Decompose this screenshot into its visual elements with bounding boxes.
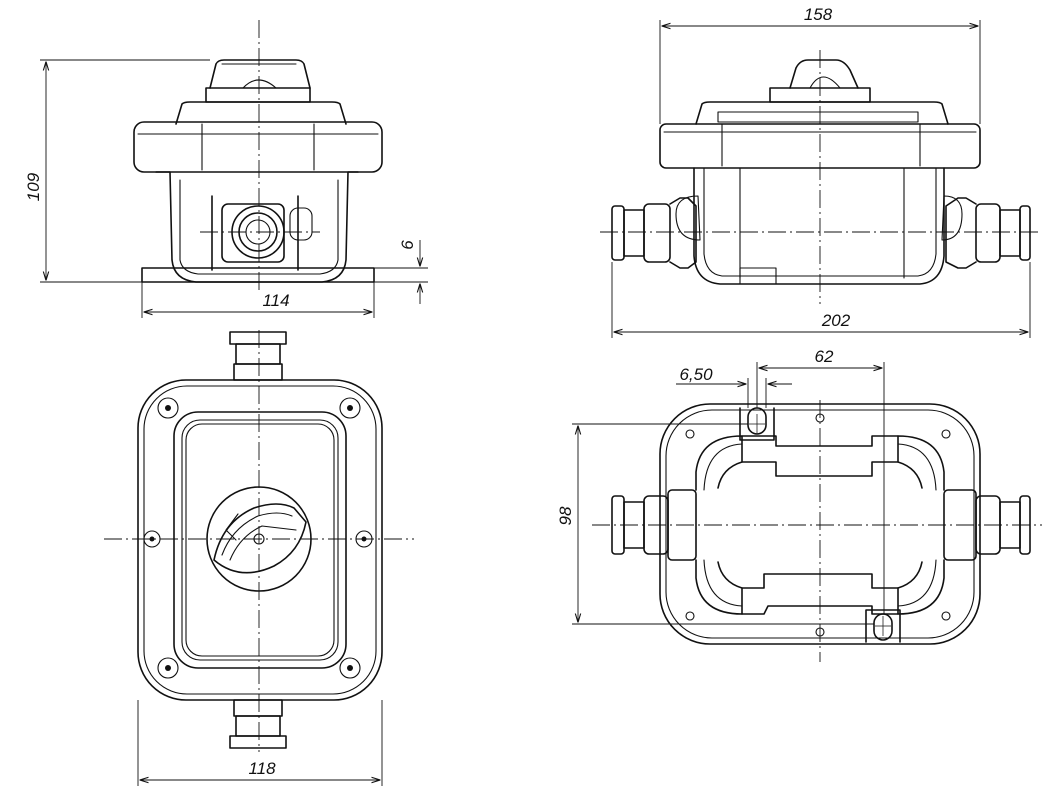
dim-158: 158 (804, 5, 833, 24)
dim-98: 98 (556, 506, 575, 525)
dim-6-50: 6,50 (679, 365, 713, 384)
side-view: 109 6 114 (24, 20, 428, 318)
plan-view: 62 6,50 98 (556, 347, 1042, 662)
dim-109: 109 (24, 172, 43, 201)
front-view: 158 202 (600, 5, 1040, 338)
dim-6: 6 (398, 240, 417, 250)
dim-202: 202 (821, 311, 851, 330)
dim-62: 62 (815, 347, 834, 366)
top-view: 118 (104, 330, 414, 786)
dim-118: 118 (248, 759, 276, 778)
dim-114: 114 (262, 291, 289, 310)
